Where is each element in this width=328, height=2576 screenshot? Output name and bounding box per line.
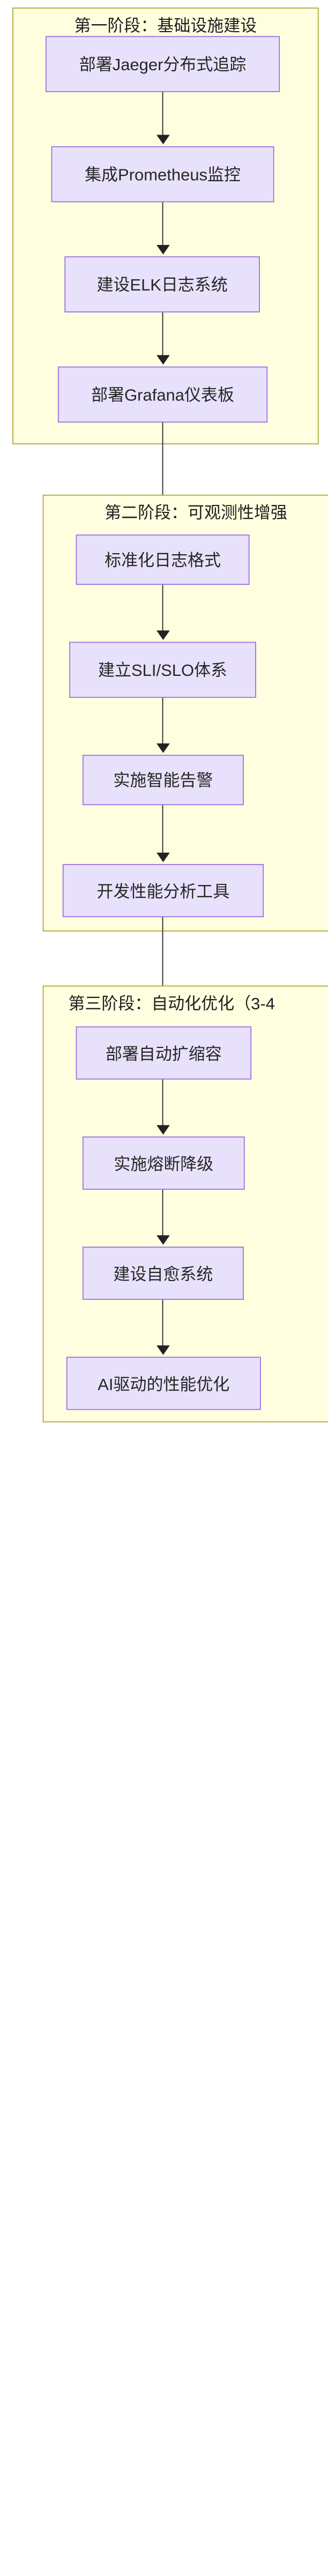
node-label: 实施智能告警 [113,771,213,790]
edge-arrowhead [156,135,169,145]
node-establish-sli-slo[interactable]: 建立SLI/SLO体系 [69,642,256,698]
node-label: 开发性能分析工具 [96,881,230,901]
node-develop-perf-analysis-tool[interactable]: 开发性能分析工具 [62,864,264,918]
node-label: 建设ELK日志系统 [96,275,228,295]
edge-arrowhead [156,1235,169,1245]
node-build-elk[interactable]: 建设ELK日志系统 [64,256,260,312]
edge-p2n2-p2n3 [162,698,163,748]
node-label: 部署自动扩缩容 [105,1044,222,1063]
node-ai-driven-perf-optimization[interactable]: AI驱动的性能优化 [66,1357,261,1410]
edge-p3n2-p3n3 [162,1189,163,1239]
node-label: AI驱动的性能优化 [98,1374,230,1394]
edge-p3n1-p3n2 [162,1079,163,1129]
edge-arrowhead [156,743,169,753]
edge-p3n3-p3n4 [162,1300,163,1350]
edge-p2n3-p2n4 [162,805,163,857]
edge-arrowhead [156,245,169,255]
node-deploy-jaeger[interactable]: 部署Jaeger分布式追踪 [45,36,280,92]
node-label: 标准化日志格式 [105,550,221,570]
node-integrate-prometheus[interactable]: 集成Prometheus监控 [51,146,274,203]
node-standardize-log-format[interactable]: 标准化日志格式 [76,534,250,585]
edge-p1n1-p1n2 [162,92,163,139]
edge-arrowhead [156,1345,169,1355]
edge-arrowhead [156,1125,169,1135]
node-label: 部署Grafana仪表板 [91,385,234,405]
node-label: 部署Jaeger分布式追踪 [79,55,247,75]
node-label: 建立SLI/SLO体系 [98,660,228,680]
edge-arrowhead [156,630,169,640]
node-deploy-autoscaling[interactable]: 部署自动扩缩容 [76,1026,252,1080]
edge-p1n4-p2n1 [162,422,163,530]
node-label: 实施熔断降级 [114,1154,214,1173]
phase-title-3: 第三阶段：自动化优化（3-4 [68,994,275,1014]
edge-p1n2-p1n3 [162,202,163,249]
phase-title-1: 第一阶段：基础设施建设 [74,16,257,35]
phase-container-2: 第二阶段：可观测性增强 [42,494,328,932]
flowchart-canvas: 第一阶段：基础设施建设 部署Jaeger分布式追踪 集成Prometheus监控… [12,8,328,1423]
node-label: 建设自愈系统 [113,1264,213,1284]
edge-p2n1-p2n2 [162,585,163,635]
node-implement-circuit-breaker[interactable]: 实施熔断降级 [82,1136,245,1190]
node-implement-smart-alerting[interactable]: 实施智能告警 [82,755,244,806]
node-build-self-healing[interactable]: 建设自愈系统 [82,1246,244,1300]
edge-arrowhead [156,355,169,365]
node-label: 集成Prometheus监控 [85,165,241,184]
phase-title-2: 第二阶段：可观测性增强 [105,503,287,523]
node-deploy-grafana[interactable]: 部署Grafana仪表板 [57,366,268,423]
edge-p1n3-p1n4 [162,312,163,359]
edge-arrowhead [156,852,169,862]
edge-p2n4-p3n1 [162,917,163,1025]
